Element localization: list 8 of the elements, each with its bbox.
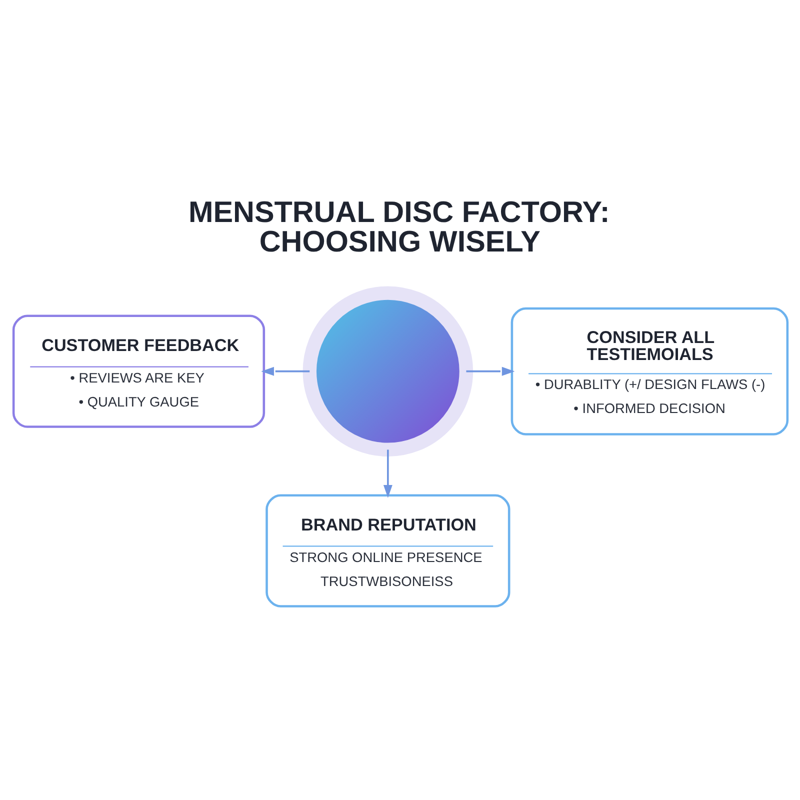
arrow xyxy=(382,449,392,498)
node-box: CUSTOMER FEEDBACK • REVIEWS ARE KEY • QUALITY GAUGE xyxy=(12,314,265,428)
diagram-title: MENSTRUAL DISC FACTORY: CHOOSING WISELY xyxy=(188,195,610,258)
arrow xyxy=(260,366,310,376)
node-circle xyxy=(302,286,473,456)
arrow xyxy=(466,366,514,376)
node-box: BRAND REPUTATION STRONG ONLINE PRESENCE TRUSTWBISONEISS xyxy=(265,494,510,607)
node-box: CONSIDER ALL TESTIEMOIALS • DURABLITY (+/ DESIGN FLAWS (-) • INFORMED DECISION xyxy=(510,306,788,435)
